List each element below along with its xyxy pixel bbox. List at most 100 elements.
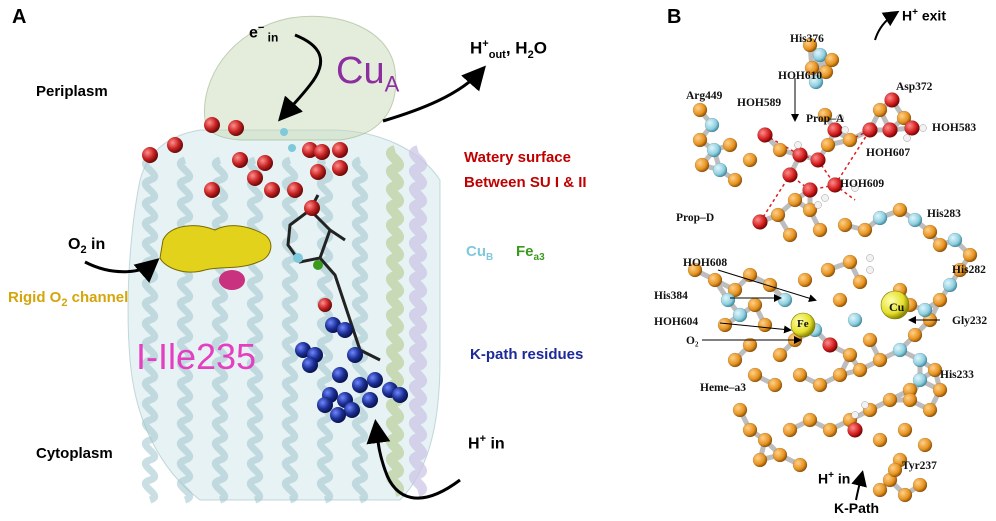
cu-atom [880,290,910,320]
oxygen-atom-60 [822,337,838,353]
water-sphere-4 [228,120,244,136]
cu-a-atom-1 [280,128,288,136]
cu-a-atom-2 [288,144,296,152]
nitrogen-atom-14 [704,117,720,133]
k-path-sphere-6 [332,367,348,383]
cytoplasm-label: Cytoplasm [36,445,113,462]
hoh607-label: HOH607 [866,147,911,159]
carbon-atom-45 [932,237,948,253]
panel-a-label: A [12,6,27,28]
gly232-label: Gly232 [952,315,988,327]
oxygen-atom-32 [827,177,843,193]
nitrogen-atom-84 [917,302,933,318]
nitrogen-atom-114 [720,292,736,308]
nitrogen-atom-102 [912,352,928,368]
oxygen-atom-11 [882,122,898,138]
water-sphere-3 [204,117,220,133]
carbon-atom-64 [757,317,773,333]
hydrogen-atom-12 [851,411,859,419]
carbon-atom-3 [804,60,820,76]
carbon-atom-116 [717,317,733,333]
h-bond-9 [834,129,871,186]
carbon-atom-73 [872,352,888,368]
nitrogen-atom-2 [812,47,828,63]
his384-label: His384 [654,290,688,302]
active-site-ball-and-stick-model [687,10,978,503]
carbon-atom-80 [962,247,978,263]
carbon-atom-77 [932,292,948,308]
carbon-atom-112 [887,462,903,478]
nitrogen-atom-41 [872,210,888,226]
hoh604-label: HOH604 [654,316,699,328]
carbon-atom-39 [837,217,853,233]
carbon-atom-26 [817,107,833,123]
nitrogen-atom-51 [777,292,793,308]
panel-b-label: B [667,6,682,28]
carbon-atom-40 [857,222,873,238]
carbon-atom-35 [787,192,803,208]
water-sphere-16 [304,200,320,216]
k-path-sphere-1 [295,342,311,358]
rigid-o2-channel-label: Rigid O2 channel [8,289,129,309]
carbon-atom-66 [727,352,743,368]
nitrogen-atom-5 [808,74,824,90]
k-path-sphere-9 [352,377,368,393]
carbon-atom-117 [747,297,763,313]
carbon-atom-93 [882,392,898,408]
hoh589-label: HOH589 [737,97,782,109]
oxygen-in-label: O2 in [68,236,106,257]
carbon-atom-17 [694,157,710,173]
subunit-ii-domain [203,15,397,141]
hydrogen-atom-3 [821,194,829,202]
periplasm-label: Periplasm [36,83,108,100]
oxygen-channel-surface [159,225,272,273]
carbon-atom-90 [822,422,838,438]
hydrogen-atom-9 [866,266,874,274]
proton-exit-arrow [874,10,900,41]
carbon-atom-59 [842,347,858,363]
nitrogen-atom-104 [912,372,928,388]
k-path-residues-label: K-path residues [470,346,584,363]
k-path-label: K-Path [834,500,880,516]
his376-label: His376 [790,33,824,45]
carbon-atom-75 [907,327,923,343]
proton-out-water-label: H+out, H2O [470,38,547,62]
helix-5 [281,156,299,504]
water-sphere-11 [302,142,318,158]
water-sphere-1 [142,147,158,163]
k-path-sphere-17 [302,357,318,373]
carbon-atom-21 [722,137,738,153]
k-path-sphere-4 [337,322,353,338]
carbon-atom-68 [767,377,783,393]
carbon-atom-37 [782,227,798,243]
carbon-atom-38 [812,222,828,238]
carbon-atom-95 [752,452,768,468]
fe-a3-label: Fea3 [516,243,545,263]
carbon-atom-107 [902,392,918,408]
water-sphere-7 [247,170,263,186]
carbon-atom-100 [897,422,913,438]
nitrogen-atom-43 [907,212,923,228]
prop-d-label: Prop–D [676,212,715,224]
helix-4 [246,156,264,504]
hydrogen-atom-5 [794,141,802,149]
carbon-atom-13 [692,102,708,118]
hoh610-label: HOH610 [778,70,823,82]
oxygen-atom-23 [810,152,826,168]
carbon-atom-111 [912,477,928,493]
carbon-atom-113 [872,482,888,498]
water-sphere-13 [332,142,348,158]
carbon-atom-70 [812,377,828,393]
carbon-atom-54 [842,254,858,270]
carbon-atom-106 [922,402,938,418]
panel-a: A e− in CuA H+out, H2O Periplasm Watery … [8,6,587,504]
oxygen-atom-31 [802,182,818,198]
oxygen-atom-28 [757,127,773,143]
hydrogen-atom-10 [866,254,874,262]
carbon-atom-20 [742,152,758,168]
cu-atom-label: Cu [889,300,905,314]
his283-label: His283 [927,208,961,220]
k-path-sphere-13 [362,392,378,408]
his282-label: His282 [952,264,986,276]
oxygen-atom-7 [884,92,900,108]
